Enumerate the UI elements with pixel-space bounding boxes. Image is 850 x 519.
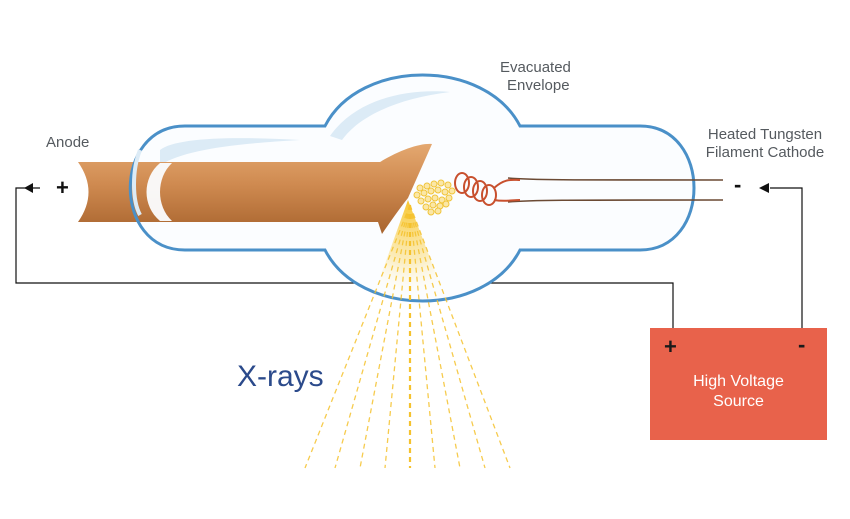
electron: [423, 182, 431, 190]
electron: [442, 200, 450, 208]
cathode-label: Heated Tungsten Filament Cathode: [690, 126, 840, 162]
source-label-line1: High Voltage: [693, 373, 784, 390]
electron: [434, 207, 442, 215]
xray-ray: [334, 204, 411, 469]
tungsten-filament: [454, 172, 521, 206]
high-voltage-source: + - High Voltage Source: [650, 328, 827, 440]
xray-ray: [409, 204, 436, 469]
electron: [429, 201, 437, 209]
anode-label: Anode: [46, 134, 90, 151]
xray-beam: [304, 204, 511, 469]
electron: [444, 181, 452, 189]
electron: [430, 180, 438, 188]
electron: [417, 197, 425, 205]
electron: [416, 184, 424, 192]
envelope-highlight: [132, 149, 142, 216]
source-label: High Voltage Source: [650, 372, 827, 412]
xrays-label: X-rays: [237, 360, 324, 393]
evacuated-envelope: [128, 73, 696, 303]
xray-ray: [384, 204, 411, 469]
electron: [420, 189, 428, 197]
electron: [427, 187, 435, 195]
electron: [438, 196, 446, 204]
source-label-line2: Source: [713, 393, 764, 410]
electron: [448, 187, 456, 195]
electron: [441, 188, 449, 196]
source-minus-sign: -: [798, 332, 806, 357]
envelope-label-line2: Envelope: [507, 77, 570, 94]
cathode-label-line2: Filament Cathode: [705, 144, 825, 161]
electron: [427, 208, 435, 216]
cathode-leads: [507, 177, 724, 203]
cathode-label-line1: Heated Tungsten: [707, 126, 823, 143]
electron: [445, 194, 453, 202]
xray-ray: [304, 204, 411, 469]
xray-ray: [409, 204, 486, 469]
source-plus-sign: +: [664, 334, 677, 359]
electron: [413, 191, 421, 199]
electron: [424, 195, 432, 203]
envelope-glow-top: [330, 91, 450, 140]
electron: [431, 194, 439, 202]
electron-cloud: [413, 179, 456, 216]
cathode-terminal-sign: -: [734, 172, 742, 197]
envelope-glow-left: [160, 138, 300, 165]
envelope-label-line1: Evacuated: [500, 59, 571, 76]
xray-ray: [409, 204, 511, 469]
anode-wire-arrow-icon: [24, 183, 33, 193]
anode-reflection: [146, 163, 172, 221]
electron: [422, 203, 430, 211]
electron: [434, 186, 442, 194]
electron: [437, 179, 445, 187]
anode-terminal-sign: +: [56, 175, 69, 200]
evacuated-envelope-label: Evacuated Envelope: [500, 59, 571, 95]
cathode-wire-arrow-icon: [759, 183, 769, 193]
